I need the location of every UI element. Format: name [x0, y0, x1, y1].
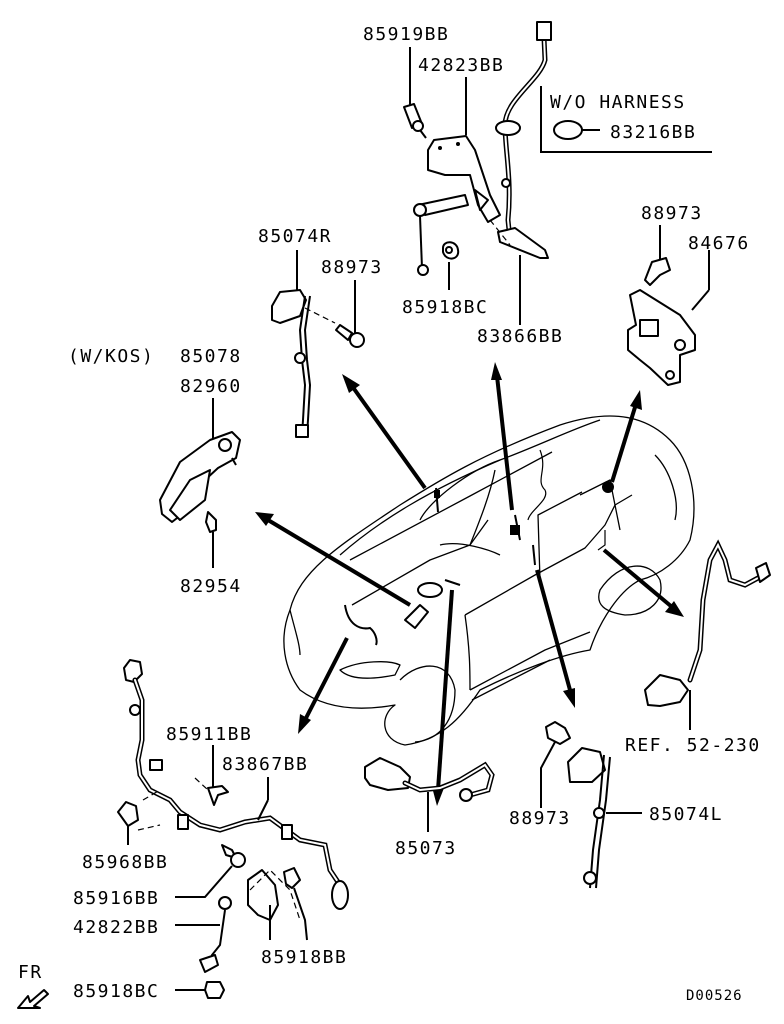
label-83866BB[interactable]: 83866BB	[477, 326, 563, 347]
wkos-note: (W/KOS)	[68, 346, 154, 367]
label-85911BB[interactable]: 85911BB	[166, 724, 252, 745]
note-box-heading: W/O HARNESS	[550, 92, 686, 113]
label-85918BB[interactable]: 85918BB	[261, 947, 347, 968]
label-85968BB[interactable]: 85968BB	[82, 852, 168, 873]
label-ref-52-230[interactable]: REF. 52-230	[625, 735, 761, 756]
label-85919BB[interactable]: 85919BB	[363, 24, 449, 45]
label-85073[interactable]: 85073	[395, 838, 457, 859]
bottom-left-group	[17, 659, 349, 1009]
label-85916BB[interactable]: 85916BB	[73, 888, 159, 909]
top-right-group	[627, 225, 710, 386]
diagram-code: D00526	[686, 988, 743, 1004]
label-82960[interactable]: 82960	[180, 376, 242, 397]
label-42822BB[interactable]: 42822BB	[73, 917, 159, 938]
label-85918BC-bottom[interactable]: 85918BC	[73, 981, 159, 1002]
label-85918BC-top[interactable]: 85918BC	[402, 297, 488, 318]
leader-arrows	[255, 362, 684, 806]
vehicle-harness-marks	[344, 449, 614, 646]
label-85074L[interactable]: 85074L	[649, 804, 723, 825]
label-83216BB[interactable]: 83216BB	[610, 122, 696, 143]
note-box	[540, 86, 712, 153]
left-mid-group	[159, 398, 241, 568]
label-88973-bottom[interactable]: 88973	[509, 808, 571, 829]
label-85078[interactable]: 85078	[180, 346, 242, 367]
label-84676[interactable]: 84676	[688, 233, 750, 254]
front-indicator-label: FR	[18, 962, 43, 983]
label-88973-top-right[interactable]: 88973	[641, 203, 703, 224]
label-82954[interactable]: 82954	[180, 576, 242, 597]
label-83867BB[interactable]: 83867BB	[222, 754, 308, 775]
part-labels: 85919BB 42823BB W/O HARNESS 83216BB 8897…	[18, 24, 761, 1004]
label-88973-left[interactable]: 88973	[321, 257, 383, 278]
label-42823BB[interactable]: 42823BB	[418, 55, 504, 76]
label-85074R[interactable]: 85074R	[258, 226, 332, 247]
bottom-center-group	[364, 757, 495, 832]
vehicle-outline	[283, 415, 695, 746]
top-center-group	[404, 22, 552, 325]
front-arrow-icon	[17, 989, 49, 1009]
bottom-right-group	[540, 721, 642, 889]
right-ref-group	[644, 539, 771, 730]
left-upper-group	[271, 250, 365, 438]
